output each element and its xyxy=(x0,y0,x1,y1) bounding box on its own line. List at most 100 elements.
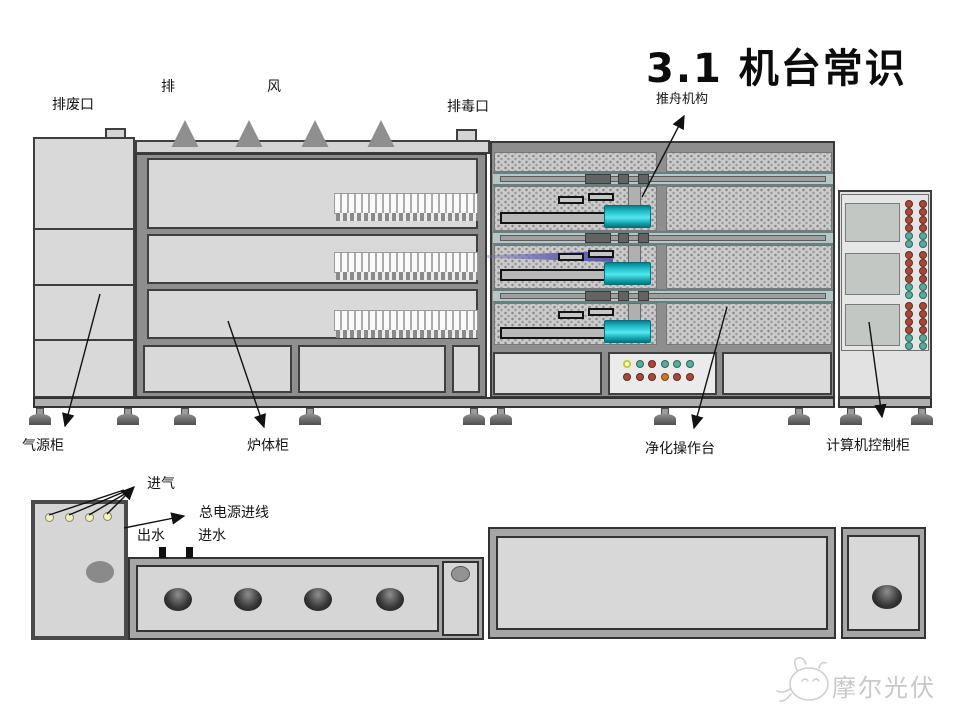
label-power-inlet: 总电源进线 xyxy=(199,505,269,521)
indicator-light xyxy=(623,373,631,381)
label-toxic-port: 排毒口 xyxy=(447,99,489,115)
quartz-comb xyxy=(334,310,478,331)
rail-carriage xyxy=(618,174,629,184)
waste-vent-cap xyxy=(105,128,126,139)
label-purify-console: 净化操作台 xyxy=(645,441,715,457)
indicator-light xyxy=(905,240,913,248)
cabinet-indicator-grid xyxy=(905,302,929,352)
machine-foot xyxy=(299,408,321,425)
indicator-light xyxy=(919,334,927,342)
pusher-arm xyxy=(500,269,612,281)
pusher-block xyxy=(588,308,614,316)
pusher-rail-rod xyxy=(500,176,826,182)
service-port xyxy=(304,588,332,611)
indicator-light xyxy=(905,267,913,275)
machine-base xyxy=(33,397,835,408)
indicator-light xyxy=(905,216,913,224)
indicator-light xyxy=(905,318,913,326)
insulation-block xyxy=(666,152,832,172)
indicator-light xyxy=(919,275,927,283)
watermark-logo xyxy=(776,657,829,702)
water-outlet-pipe xyxy=(159,547,166,558)
rail-carriage xyxy=(585,233,611,243)
indicator-light xyxy=(919,326,927,334)
machine-top-lid xyxy=(135,140,490,154)
machine-foot xyxy=(911,408,933,425)
indicator-light xyxy=(648,360,656,368)
rail-carriage xyxy=(638,291,649,301)
indicator-light xyxy=(919,224,927,232)
rail-carriage xyxy=(585,174,611,184)
machine-foot xyxy=(788,408,810,425)
lower-cabinet-3-panel xyxy=(847,535,920,631)
label-air-inlet: 进气 xyxy=(147,476,175,492)
wafer-boat xyxy=(604,320,651,343)
control-screen xyxy=(845,253,900,295)
gas-inlet-port xyxy=(103,512,112,521)
machine-foot xyxy=(490,408,512,425)
indicator-light xyxy=(660,360,669,368)
page-title: 3.1 机台常识 xyxy=(646,46,907,92)
quartz-comb-base xyxy=(336,330,478,338)
rail-carriage xyxy=(618,291,629,301)
indicator-light xyxy=(919,216,927,224)
label-computer-cabinet: 计算机控制柜 xyxy=(826,438,910,454)
indicator-light xyxy=(905,291,913,299)
indicator-light xyxy=(919,208,927,216)
indicator-light xyxy=(905,232,913,240)
water-inlet-pipe xyxy=(186,547,193,558)
toxic-vent-cap xyxy=(456,129,477,141)
lower-cabinet-2-panel xyxy=(496,536,828,630)
rail-carriage xyxy=(618,233,629,243)
indicator-light xyxy=(905,200,913,208)
console-panel xyxy=(493,352,602,395)
furnace-lower-panel xyxy=(298,345,446,393)
machine-foot xyxy=(840,408,862,425)
indicator-light xyxy=(635,373,644,381)
indicator-light xyxy=(905,310,913,318)
insulation-block xyxy=(666,245,832,289)
quartz-comb xyxy=(334,252,478,273)
indicator-light xyxy=(905,259,913,267)
indicator-light xyxy=(673,360,681,368)
indicator-light xyxy=(623,360,631,368)
indicator-light xyxy=(905,283,913,291)
quartz-comb-base xyxy=(336,272,478,280)
cabinet-indicator-grid xyxy=(905,251,929,301)
indicator-light xyxy=(905,302,913,310)
indicator-light xyxy=(905,275,913,283)
indicator-light xyxy=(905,224,913,232)
rail-carriage xyxy=(638,174,649,184)
pusher-rail-rod xyxy=(500,235,826,241)
cabinet-divider xyxy=(35,228,133,230)
indicator-light xyxy=(919,240,927,248)
indicator-light xyxy=(919,232,927,240)
service-port xyxy=(872,585,902,609)
label-water-outlet: 出水 xyxy=(137,528,165,544)
indicator-light xyxy=(685,373,694,381)
indicator-light xyxy=(919,200,927,208)
insulation-block xyxy=(666,186,832,231)
wafer-boat xyxy=(604,205,651,228)
insulation-block xyxy=(494,152,657,172)
label-furnace-cabinet: 炉体柜 xyxy=(247,438,289,454)
control-screen xyxy=(845,203,900,242)
cabinet-base xyxy=(838,397,932,408)
indicator-light xyxy=(660,373,669,381)
gas-source-cabinet xyxy=(33,137,135,398)
label-boat-pusher: 推舟机构 xyxy=(656,92,709,107)
indicator-light xyxy=(919,267,927,275)
indicator-light xyxy=(919,342,927,350)
cabinet-divider xyxy=(35,339,133,341)
pusher-arm xyxy=(500,212,612,224)
label-exhaust-1: 排 xyxy=(161,79,175,95)
label-water-inlet: 进水 xyxy=(198,528,226,544)
service-port xyxy=(376,588,404,611)
machine-foot xyxy=(463,408,485,425)
wafer-boat xyxy=(604,262,651,285)
indicator-light xyxy=(905,342,913,350)
label-gas-cabinet: 气源柜 xyxy=(22,438,64,454)
rail-carriage xyxy=(585,291,611,301)
gas-inlet-port xyxy=(85,513,94,522)
